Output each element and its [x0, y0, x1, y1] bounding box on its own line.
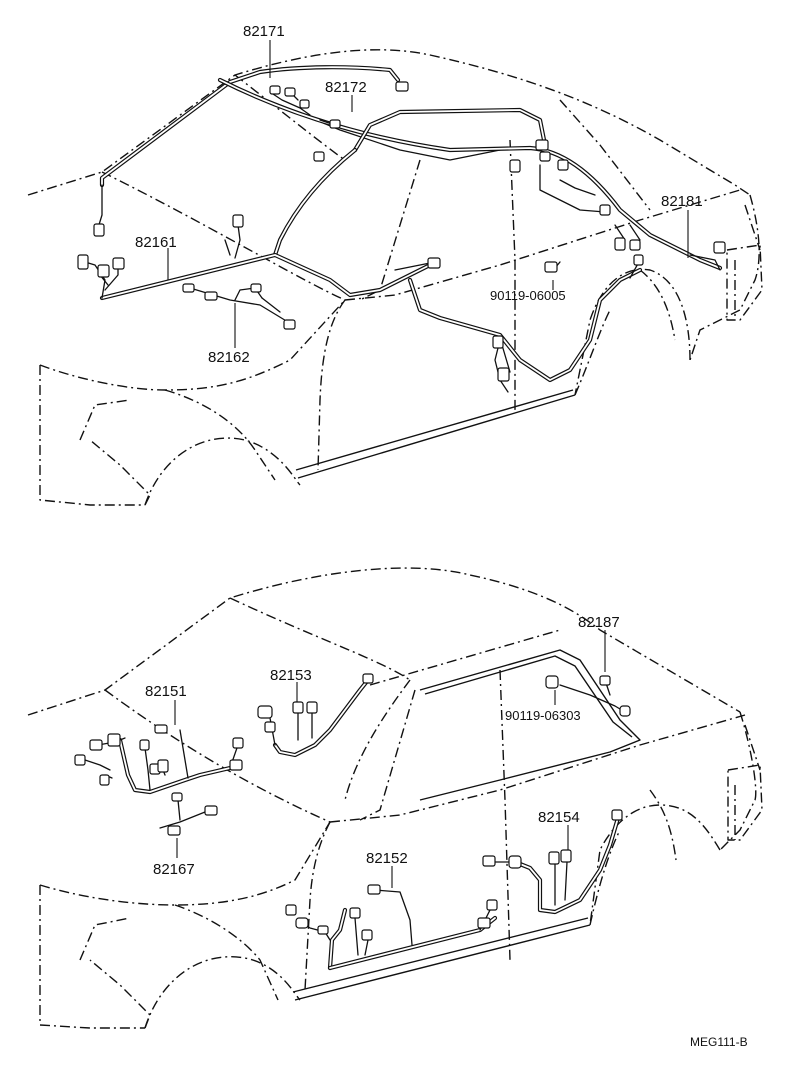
diagram-code: MEG111-B [690, 1035, 748, 1049]
top-car-body-outline [27, 49, 763, 506]
bottom-view [27, 567, 763, 1029]
bottom-leader-lines [174, 630, 606, 888]
connector [139, 739, 150, 751]
connector [544, 261, 558, 273]
part-label-82162[interactable]: 82162 [208, 349, 250, 366]
connector [349, 907, 361, 919]
connector [599, 204, 611, 216]
connector [486, 899, 498, 911]
connector [329, 119, 341, 129]
connector [232, 737, 244, 749]
connector [535, 139, 549, 151]
connector [599, 675, 611, 686]
connector [614, 237, 626, 251]
top-connectors [77, 81, 726, 382]
part-label-82153[interactable]: 82153 [270, 667, 312, 684]
connector [257, 705, 273, 719]
connector [74, 754, 86, 766]
part-label-82152[interactable]: 82152 [366, 850, 408, 867]
connector [295, 917, 309, 929]
connector [619, 705, 631, 717]
connector [361, 929, 373, 941]
connector [560, 849, 572, 863]
connector [157, 759, 169, 773]
connector [306, 701, 318, 714]
connector [97, 264, 110, 278]
part-label-82154[interactable]: 82154 [538, 809, 580, 826]
connector [299, 99, 310, 109]
connector [539, 151, 551, 162]
connector [482, 855, 496, 867]
top-view [27, 40, 763, 506]
part-label-90119-06005[interactable]: 90119-06005 [490, 288, 566, 303]
bottom-connectors [74, 673, 631, 941]
connector [633, 254, 644, 266]
connector [497, 367, 510, 382]
connector [557, 159, 569, 171]
part-label-82151[interactable]: 82151 [145, 683, 187, 700]
part-label-82171[interactable]: 82171 [243, 23, 285, 40]
connector [250, 283, 262, 293]
connector [269, 85, 281, 95]
connector [229, 759, 243, 771]
connector [427, 257, 441, 269]
connector [362, 673, 374, 684]
connector [204, 291, 218, 301]
connector [292, 701, 304, 714]
connector [112, 257, 125, 270]
connector [99, 774, 110, 786]
connector [107, 733, 121, 747]
bottom-car-body-outline [27, 567, 763, 1029]
connector [317, 925, 329, 935]
connector [313, 151, 325, 162]
connector [285, 904, 297, 916]
top-harness-wires [84, 65, 723, 393]
connector [367, 884, 381, 895]
connector [182, 283, 195, 293]
connector [545, 675, 559, 689]
part-label-82161[interactable]: 82161 [135, 234, 177, 251]
connector [167, 825, 181, 836]
part-label-82181[interactable]: 82181 [661, 193, 703, 210]
connector [395, 81, 409, 92]
connector [477, 917, 491, 929]
connector [508, 855, 522, 869]
part-label-82187[interactable]: 82187 [578, 614, 620, 631]
connector [509, 159, 521, 173]
connector [611, 809, 623, 821]
connector [171, 792, 183, 802]
part-label-90119-06303[interactable]: 90119-06303 [505, 708, 581, 723]
connector [492, 335, 504, 349]
connector [548, 851, 560, 865]
top-leader-lines [167, 40, 689, 348]
connector [89, 739, 103, 751]
connector [154, 724, 168, 734]
connector [284, 87, 296, 97]
connector [713, 241, 726, 254]
connector [264, 721, 276, 733]
part-label-82172[interactable]: 82172 [325, 79, 367, 96]
connector [232, 214, 244, 228]
part-labels: 82171 82172 82181 82161 82162 90119-0600… [135, 23, 748, 1049]
connector [77, 254, 89, 270]
connector [629, 239, 641, 251]
connector [93, 223, 105, 237]
part-label-82167[interactable]: 82167 [153, 861, 195, 878]
connector [283, 319, 296, 330]
connector [204, 805, 218, 816]
